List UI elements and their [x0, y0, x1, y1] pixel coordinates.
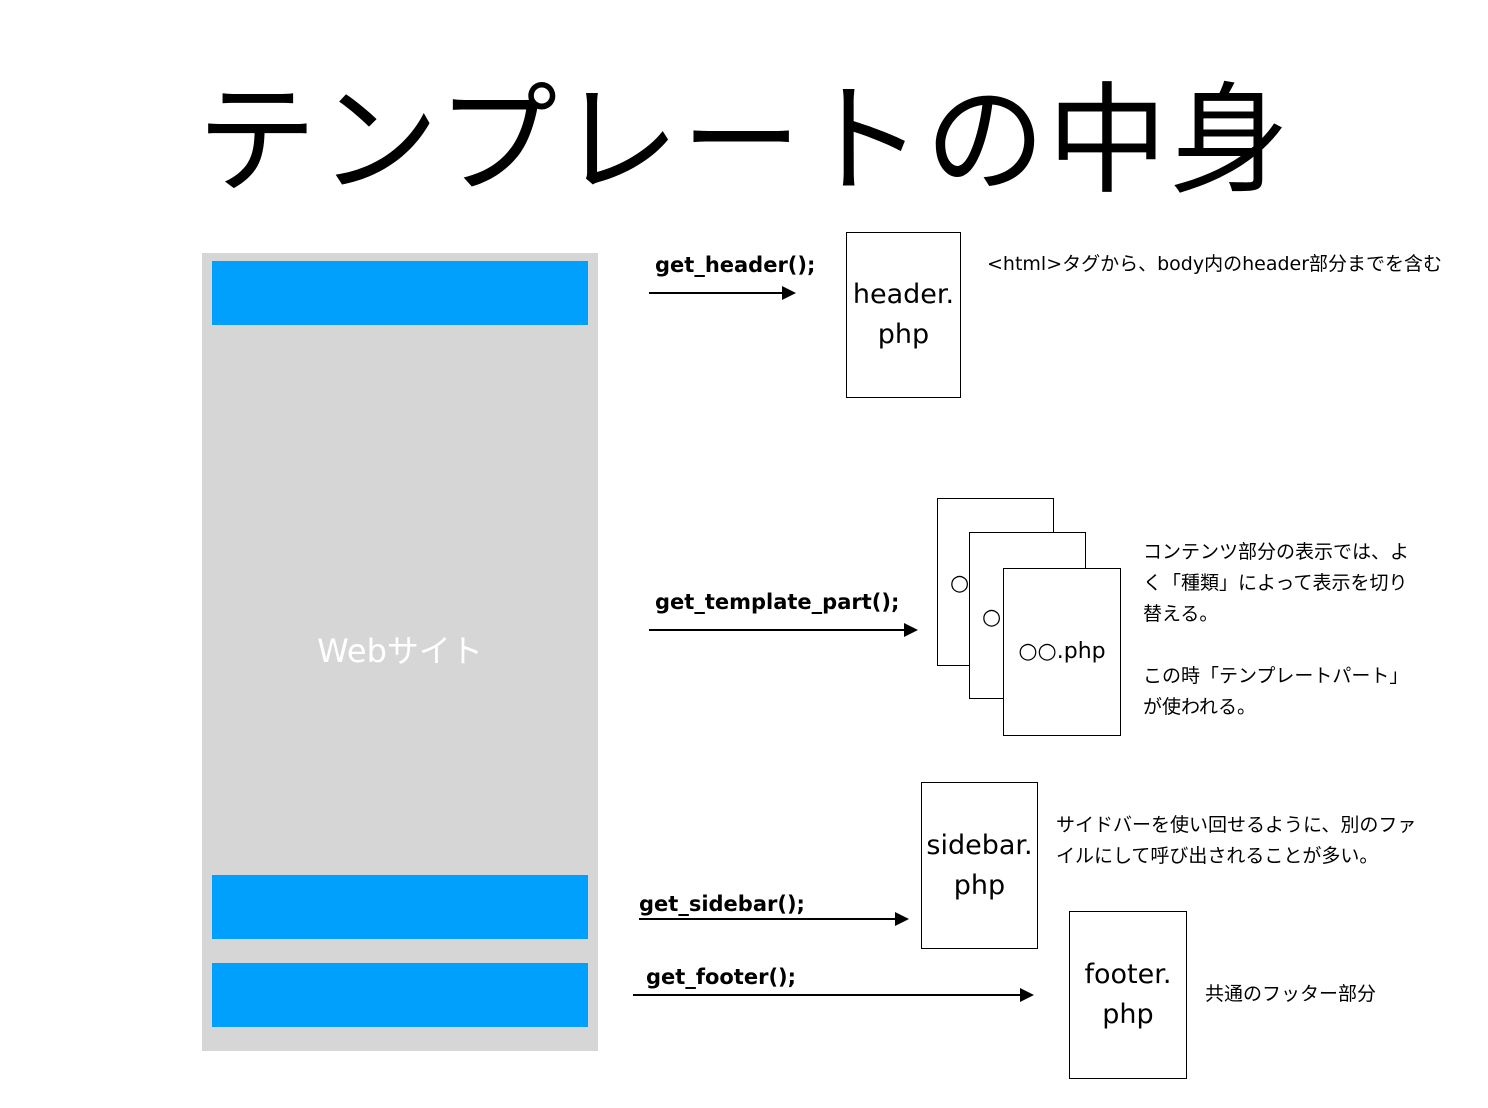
template-part-arrow — [649, 623, 918, 637]
footer-arrow — [633, 988, 1034, 1002]
get-footer-label: get_footer(); — [646, 965, 797, 989]
get-sidebar-label: get_sidebar(); — [639, 892, 805, 916]
get-template-part-label: get_template_part(); — [655, 590, 900, 614]
footer-php-label: footer. php — [1084, 959, 1172, 1030]
template-file-back-label: ○ — [950, 571, 970, 596]
sidebar-block — [212, 875, 588, 939]
template-file-front: ○○.php — [1003, 568, 1121, 736]
footer-note: 共通のフッター部分 — [1205, 983, 1377, 1005]
template-part-note: コンテンツ部分の表示では、よ く「種類」によって表示を切り 替える。 この時「テ… — [1143, 541, 1410, 718]
sidebar-php-label: sidebar. php — [926, 829, 1033, 901]
sidebar-arrow — [639, 912, 909, 926]
template-file-middle-label: ○ — [982, 605, 1002, 630]
header-note: <html>タグから、body内のheader部分までを含む — [987, 253, 1443, 275]
get-header-label: get_header(); — [655, 253, 816, 277]
footer-block — [212, 963, 588, 1027]
website-diagram: Webサイト — [202, 253, 598, 1051]
header-arrow — [649, 286, 796, 300]
footer-php-file: footer. php — [1069, 911, 1187, 1079]
header-php-label: header. php — [852, 279, 955, 350]
website-label: Webサイト — [317, 632, 483, 670]
slide-title: テンプレートの中身 — [196, 72, 1292, 211]
header-block — [212, 261, 588, 325]
template-file-front-label: ○○.php — [1018, 639, 1106, 664]
header-php-file: header. php — [846, 232, 961, 398]
sidebar-php-file: sidebar. php — [921, 782, 1038, 949]
sidebar-note: サイドバーを使い回せるように、別のファ イルにして呼び出されることが多い。 — [1056, 814, 1417, 867]
